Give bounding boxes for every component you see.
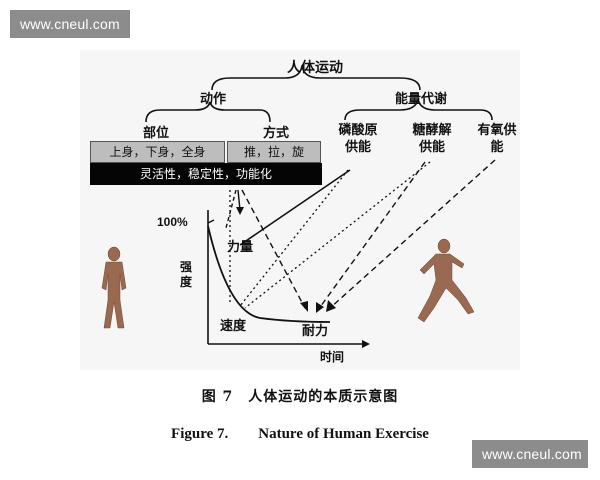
watermark-bottom: www.cneul.com [472, 440, 588, 468]
standing-figure [101, 246, 127, 329]
endurance-label: 耐力 [302, 324, 329, 339]
root-label: 人体运动 [287, 60, 343, 76]
action-label: 动作 [200, 92, 227, 107]
body-parts-box: 上身，下身，全身 [90, 141, 225, 163]
aerobic-label: 有氧供能 [477, 123, 517, 155]
diagram-lines [101, 65, 496, 348]
x-axis-label: 时间 [320, 350, 345, 364]
y-axis-max-label: 100% [157, 215, 188, 229]
energy-metabolism-label: 能量代谢 [395, 92, 448, 107]
watermark-top: www.cneul.com [10, 10, 130, 38]
properties-box: 灵活性，稳定性，功能化 [90, 163, 322, 185]
methods-box: 推，拉，旋 [227, 141, 321, 163]
y-axis-label: 强度 [180, 260, 193, 289]
running-figure [417, 238, 475, 323]
strength-label: 力量 [227, 240, 254, 255]
part-label: 部位 [143, 126, 170, 141]
caption-english: Figure 7. Nature of Human Exercise [171, 426, 429, 442]
caption-chinese: 图 7 人体运动的本质示意图 [201, 389, 399, 405]
speed-label: 速度 [220, 319, 247, 334]
mode-label: 方式 [263, 126, 290, 141]
glycolysis-label: 糖酵解供能 [412, 123, 452, 155]
phosphagen-label: 磷酸原供能 [338, 123, 378, 155]
exercise-diagram: 人体运动 动作 能量代谢 部位 方式 磷酸原供能 糖酵解供能 有氧供能 上身，下… [80, 50, 520, 370]
